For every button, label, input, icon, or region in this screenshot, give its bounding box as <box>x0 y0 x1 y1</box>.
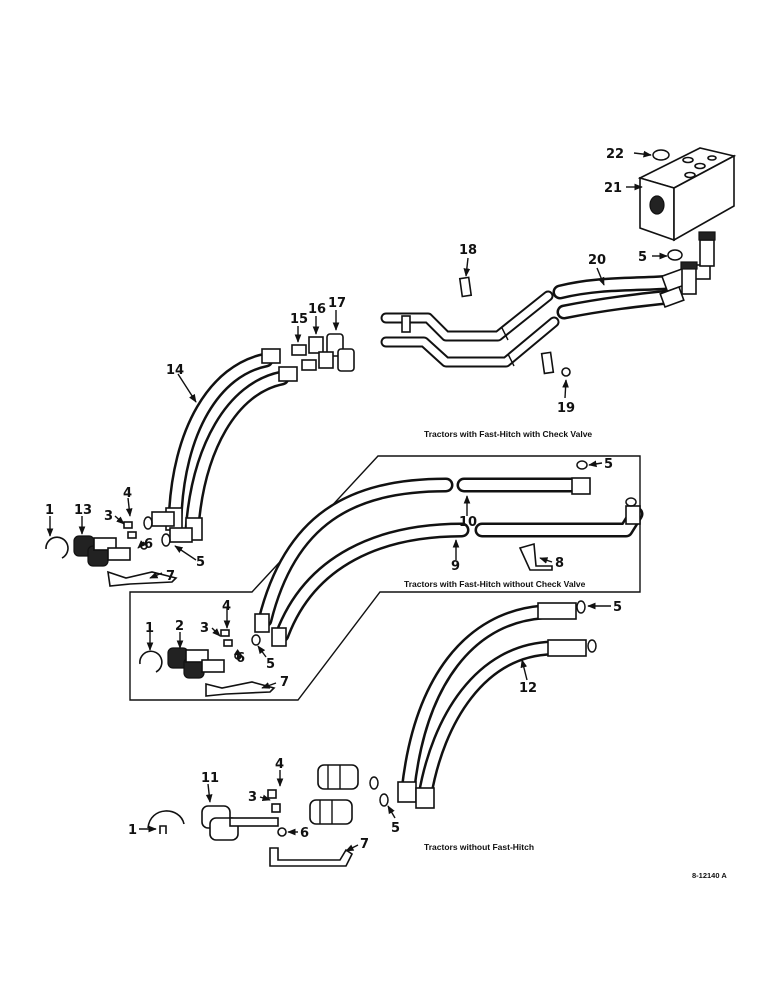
elbow-fitting <box>625 505 641 525</box>
callout-15: 15 <box>290 312 308 327</box>
callout-1: 1 <box>145 621 154 636</box>
callout-22: 22 <box>606 147 624 162</box>
drawing-number: 8-12140 A <box>692 871 727 880</box>
callout-5: 5 <box>391 821 400 836</box>
elbow-fitting <box>571 477 591 495</box>
callout-20: 20 <box>588 253 606 268</box>
couplings <box>147 789 354 867</box>
callout-5: 5 <box>613 600 622 615</box>
callout-6: 6 <box>300 826 309 841</box>
callout-12: 12 <box>519 681 537 696</box>
callout-10: 10 <box>459 515 477 530</box>
callout-3: 3 <box>200 621 209 636</box>
callout-4: 4 <box>275 757 284 772</box>
valve-block <box>637 147 737 242</box>
callout-13: 13 <box>74 503 92 518</box>
caption-without-check-valve: Tractors with Fast-Hitch without Check V… <box>404 579 586 589</box>
elbow-fittings <box>659 231 716 309</box>
callout-3: 3 <box>248 790 257 805</box>
callout-21: 21 <box>604 181 622 196</box>
clip <box>540 351 555 375</box>
callout-18: 18 <box>459 243 477 258</box>
screw <box>561 367 571 377</box>
callout-19: 19 <box>557 401 575 416</box>
callout-14: 14 <box>166 363 184 378</box>
steel-tubes <box>380 290 560 368</box>
callout-5: 5 <box>266 657 275 672</box>
couplings <box>139 629 276 697</box>
callout-7: 7 <box>166 569 175 584</box>
no-fast-hitch-assembly <box>147 600 597 867</box>
callout-5: 5 <box>604 457 613 472</box>
bracket <box>518 542 553 571</box>
hose-20 <box>552 274 680 320</box>
callout-9: 9 <box>451 559 460 574</box>
callout-6: 6 <box>236 651 245 666</box>
clip <box>458 276 473 298</box>
couplings <box>45 521 178 587</box>
section-frame <box>129 455 641 701</box>
callout-17: 17 <box>328 296 346 311</box>
hoses-9-10 <box>257 477 644 643</box>
callout-16: 16 <box>308 302 326 317</box>
oring <box>652 149 670 161</box>
callout-7: 7 <box>280 675 289 690</box>
callout-1: 1 <box>128 823 137 838</box>
callout-2: 2 <box>175 619 184 634</box>
callout-7: 7 <box>360 837 369 852</box>
callout-3: 3 <box>104 509 113 524</box>
callout-leaders <box>46 150 668 852</box>
caption-check-valve: Tractors with Fast-Hitch with Check Valv… <box>424 429 592 439</box>
callout-numbers: 22 21 5 20 18 17 16 15 14 19 4 13 3 1 6 … <box>45 147 647 852</box>
elbow-fittings <box>151 511 193 543</box>
hose-12 <box>397 602 587 809</box>
callout-5: 5 <box>196 555 205 570</box>
caption-without-fast-hitch: Tractors without Fast-Hitch <box>424 842 534 852</box>
check-valve-assembly <box>45 147 737 587</box>
dust-caps <box>309 764 359 825</box>
callout-1: 1 <box>45 503 54 518</box>
callout-8: 8 <box>555 556 564 571</box>
callout-5: 5 <box>638 250 647 265</box>
callout-4: 4 <box>222 599 231 614</box>
callout-11: 11 <box>201 771 219 786</box>
hose-14 <box>165 348 298 541</box>
oring <box>667 249 683 261</box>
callout-6: 6 <box>144 537 153 552</box>
no-check-valve-assembly <box>139 460 644 697</box>
callout-4: 4 <box>123 486 132 501</box>
hose-fittings <box>291 333 355 372</box>
